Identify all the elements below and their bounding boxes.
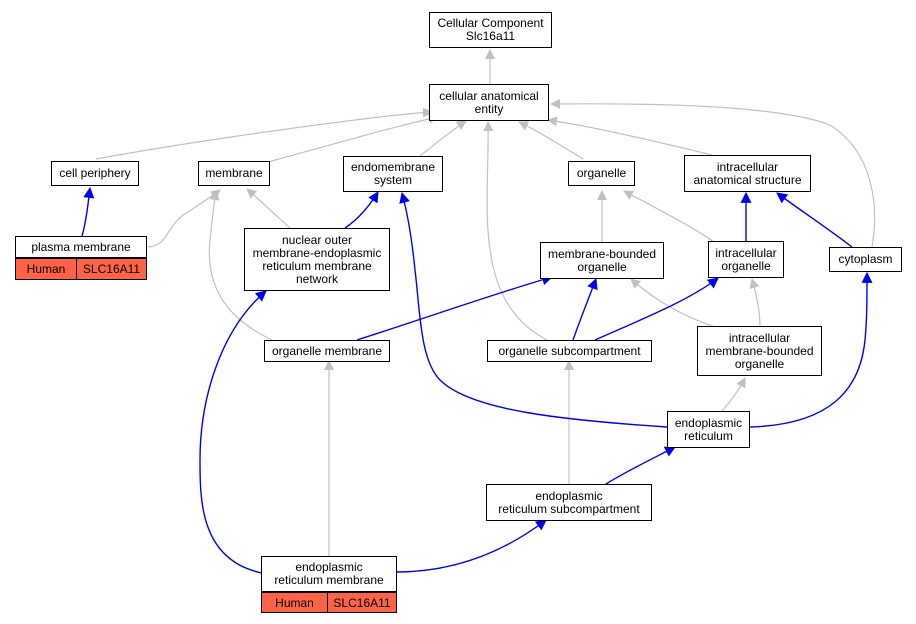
node-label: entity (474, 101, 504, 116)
er-membrane-annotation: Human SLC16A11 (261, 592, 397, 613)
edge-organelle-subcompartment-to-intracellular-organelle (594, 277, 719, 341)
edge-cell-periphery-to-cae (95, 107, 433, 160)
node-label: membrane-bounded (705, 343, 814, 358)
node-membrane-bounded-organelle[interactable]: membrane-bounded organelle (540, 242, 664, 279)
node-cellular-component-root[interactable]: Cellular Component Slc16a11 (429, 12, 552, 48)
edge-intracellular-organelle-to-organelle (623, 190, 715, 243)
edge-organelle-membrane-to-mbo (356, 274, 554, 341)
node-label: cytoplasm (838, 252, 893, 266)
edge-er-to-cytoplasm (748, 271, 873, 428)
node-label: organelle (576, 166, 627, 180)
node-label: membrane-bounded (547, 246, 657, 261)
is-a-edges (95, 49, 876, 556)
node-label: intracellular (728, 330, 791, 345)
node-endoplasmic-reticulum[interactable]: endoplasmic reticulum (667, 411, 750, 448)
edge-er-subcompartment-to-er (605, 446, 676, 485)
node-label: system (373, 173, 412, 187)
species-badge: Human (16, 259, 76, 279)
node-organelle-subcompartment[interactable]: organelle subcompartment (487, 340, 652, 362)
node-label: reticulum subcompartment (498, 501, 640, 516)
node-label: network (295, 271, 339, 286)
node-cell-periphery[interactable]: cell periphery (51, 161, 139, 186)
edge-ias-to-cae (547, 116, 713, 156)
part-of-edges (81, 186, 873, 574)
edge-endomembrane-to-cae (419, 120, 467, 157)
node-label: reticulum membrane (262, 258, 372, 273)
node-label: organelle (734, 356, 785, 371)
edge-organelle-to-cae (518, 121, 584, 160)
edge-organelle-membrane-to-membrane (208, 190, 273, 341)
node-label: Slc16a11 (465, 29, 516, 43)
edge-icmbo-to-mbo (630, 278, 716, 328)
node-cytoplasm[interactable]: cytoplasm (829, 247, 902, 272)
node-label: membrane (205, 166, 263, 180)
edge-nuclear-outer-to-membrane (246, 188, 291, 229)
node-label: intracellular (715, 245, 777, 260)
node-label: plasma membrane (31, 239, 131, 254)
node-label: organelle subcompartment (498, 343, 641, 358)
plasma-membrane-annotation: Human SLC16A11 (15, 258, 147, 280)
node-intracellular-organelle[interactable]: intracellular organelle (708, 241, 784, 278)
edge-organelle-subcompartment-to-cae (483, 121, 548, 341)
edge-organelle-subcompartment-to-mbo (572, 277, 598, 341)
edge-er-membrane-to-er-subcompartment (395, 519, 547, 573)
node-label: organelle (577, 259, 627, 274)
node-intracellular-membrane-bounded-organelle[interactable]: intracellular membrane-bounded organelle (697, 326, 822, 376)
node-organelle-membrane[interactable]: organelle membrane (264, 340, 390, 362)
node-intracellular-anatomical-structure[interactable]: intracellular anatomical structure (684, 155, 811, 192)
node-label: intracellular (716, 159, 779, 174)
edge-nuclear-outer-to-endomembrane (344, 191, 379, 229)
edge-er-to-icmbo (721, 377, 746, 412)
node-label: endomembrane (350, 160, 436, 174)
node-er-membrane[interactable]: endoplasmic reticulum membrane (261, 556, 397, 592)
node-label: cell periphery (59, 166, 131, 180)
node-endomembrane-system[interactable]: endomembrane system (343, 156, 443, 192)
gene-badge: SLC16A11 (327, 593, 396, 612)
edge-er-to-endomembrane (399, 191, 668, 428)
species-badge: Human (262, 593, 327, 612)
node-label: membrane-endoplasmic (252, 245, 382, 260)
node-label: nuclear outer (281, 232, 353, 247)
node-er-subcompartment[interactable]: endoplasmic reticulum subcompartment (486, 484, 652, 521)
node-plasma-membrane[interactable]: plasma membrane (15, 236, 147, 258)
edge-icmbo-to-intracellular-organelle (749, 278, 761, 328)
node-label: endoplasmic (674, 415, 743, 430)
edge-plasma-membrane-to-cell-periphery (81, 186, 95, 237)
node-label: organelle membrane (271, 343, 383, 358)
node-label: endoplasmic (535, 488, 603, 503)
node-label: reticulum membrane (274, 573, 384, 587)
node-cellular-anatomical-entity[interactable]: cellular anatomical entity (429, 84, 549, 121)
edge-cytoplasm-to-cae (550, 98, 876, 248)
edge-plasma-membrane-to-membrane (147, 189, 221, 248)
node-label: reticulum (684, 428, 733, 443)
edge-er-membrane-to-nuclear-outer (199, 290, 267, 574)
node-label: cellular anatomical (439, 88, 539, 103)
node-label: Cellular Component (437, 16, 544, 30)
edge-membrane-to-cae (267, 113, 439, 163)
node-organelle[interactable]: organelle (568, 161, 635, 186)
node-label: anatomical structure (693, 172, 802, 187)
node-label: organelle (721, 258, 771, 273)
node-label: endoplasmic (295, 560, 363, 574)
edge-cytoplasm-to-ias (776, 192, 853, 248)
node-nuclear-outer-membrane-er-network[interactable]: nuclear outer membrane-endoplasmic retic… (244, 228, 390, 291)
gene-badge: SLC16A11 (76, 259, 146, 279)
node-membrane[interactable]: membrane (198, 161, 270, 186)
